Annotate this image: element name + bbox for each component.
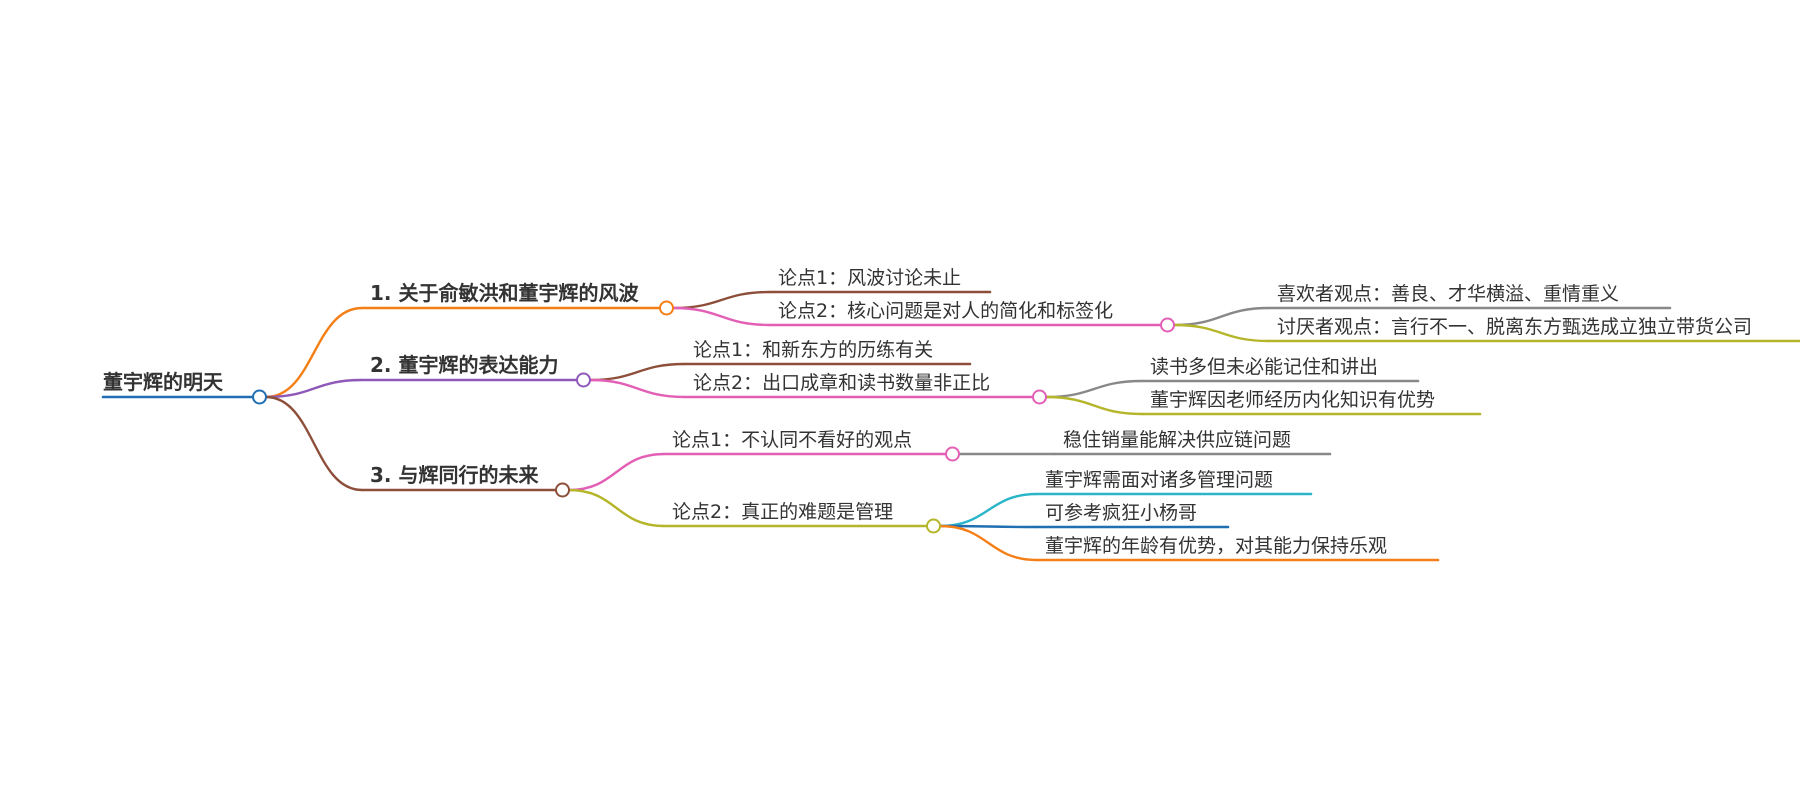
node-label-0[interactable]: 1. 关于俞敏洪和董宇辉的风波 bbox=[370, 281, 639, 305]
mindmap-edges bbox=[265, 290, 1270, 562]
mindmap-underlines bbox=[101, 290, 1800, 562]
node-label-2-1[interactable]: 论点2：真正的难题是管理 bbox=[672, 501, 893, 523]
node-label-1[interactable]: 2. 董宇辉的表达能力 bbox=[370, 353, 558, 377]
mindmap-labels: 董宇辉的明天 1. 关于俞敏洪和董宇辉的风波 论点1：风波讨论未止论点2：核心问题是… bbox=[103, 267, 1752, 557]
node-label-1-0[interactable]: 论点1：和新东方的历练有关 bbox=[693, 339, 933, 361]
edge-0-to-0-1 bbox=[672, 306, 771, 327]
mindmap-connectors bbox=[252, 300, 1175, 534]
collapse-toggle-1[interactable] bbox=[576, 372, 591, 388]
collapse-toggle-2[interactable] bbox=[555, 482, 570, 498]
collapse-toggle-0[interactable] bbox=[659, 300, 674, 316]
edge-1-1-to-1-1-0 bbox=[1045, 379, 1143, 399]
collapse-toggle-2-0[interactable] bbox=[945, 446, 960, 462]
node-label-0-1-1[interactable]: 讨厌者观点：言行不一、脱离东方甄选成立独立带货公司 bbox=[1277, 316, 1752, 338]
edge-0-to-0-0 bbox=[672, 290, 771, 310]
collapse-toggle-0-1[interactable] bbox=[1160, 317, 1175, 333]
edge-2-1-to-2-1-0 bbox=[939, 492, 1038, 528]
node-label-1-1-0[interactable]: 读书多但未必能记住和讲出 bbox=[1150, 356, 1378, 378]
node-label-1-1-1[interactable]: 董宇辉因老师经历内化知识有优势 bbox=[1150, 389, 1435, 411]
edge-2-to-2-1 bbox=[568, 488, 665, 528]
node-label-1-1[interactable]: 论点2：出口成章和读书数量非正比 bbox=[693, 372, 990, 394]
edge-1-to-1-0 bbox=[589, 362, 686, 382]
node-label-0-1[interactable]: 论点2：核心问题是对人的简化和标签化 bbox=[778, 300, 1113, 322]
node-label-2-1-0[interactable]: 董宇辉需面对诸多管理问题 bbox=[1045, 469, 1273, 491]
edge-root-to-0 bbox=[265, 306, 363, 399]
edge-2-1-to-2-1-2 bbox=[939, 524, 1038, 562]
node-label-2-0-0[interactable]: 稳住销量能解决供应链问题 bbox=[1063, 429, 1291, 451]
edge-0-1-to-0-1-1 bbox=[1173, 323, 1270, 343]
node-label-2-1-2[interactable]: 董宇辉的年龄有优势，对其能力保持乐观 bbox=[1045, 535, 1387, 557]
edge-1-to-1-1 bbox=[589, 378, 686, 399]
edge-root-to-2 bbox=[265, 395, 363, 492]
collapse-toggle-2-1[interactable] bbox=[926, 518, 941, 534]
edge-2-to-2-0 bbox=[568, 452, 665, 492]
node-label-2[interactable]: 3. 与辉同行的未来 bbox=[370, 463, 539, 487]
node-label-2-0[interactable]: 论点1：不认同不看好的观点 bbox=[672, 429, 912, 451]
edge-0-1-to-0-1-0 bbox=[1173, 306, 1270, 327]
node-label-0-1-0[interactable]: 喜欢者观点：善良、才华横溢、重情重义 bbox=[1277, 283, 1619, 305]
collapse-toggle-root[interactable] bbox=[252, 389, 267, 405]
collapse-toggle-1-1[interactable] bbox=[1032, 389, 1047, 405]
root-node-label[interactable]: 董宇辉的明天 bbox=[103, 370, 224, 394]
node-label-0-0[interactable]: 论点1：风波讨论未止 bbox=[778, 267, 961, 289]
edge-1-1-to-1-1-1 bbox=[1045, 395, 1143, 416]
node-label-2-1-1[interactable]: 可参考疯狂小杨哥 bbox=[1045, 502, 1197, 524]
edge-root-to-1 bbox=[265, 378, 363, 399]
